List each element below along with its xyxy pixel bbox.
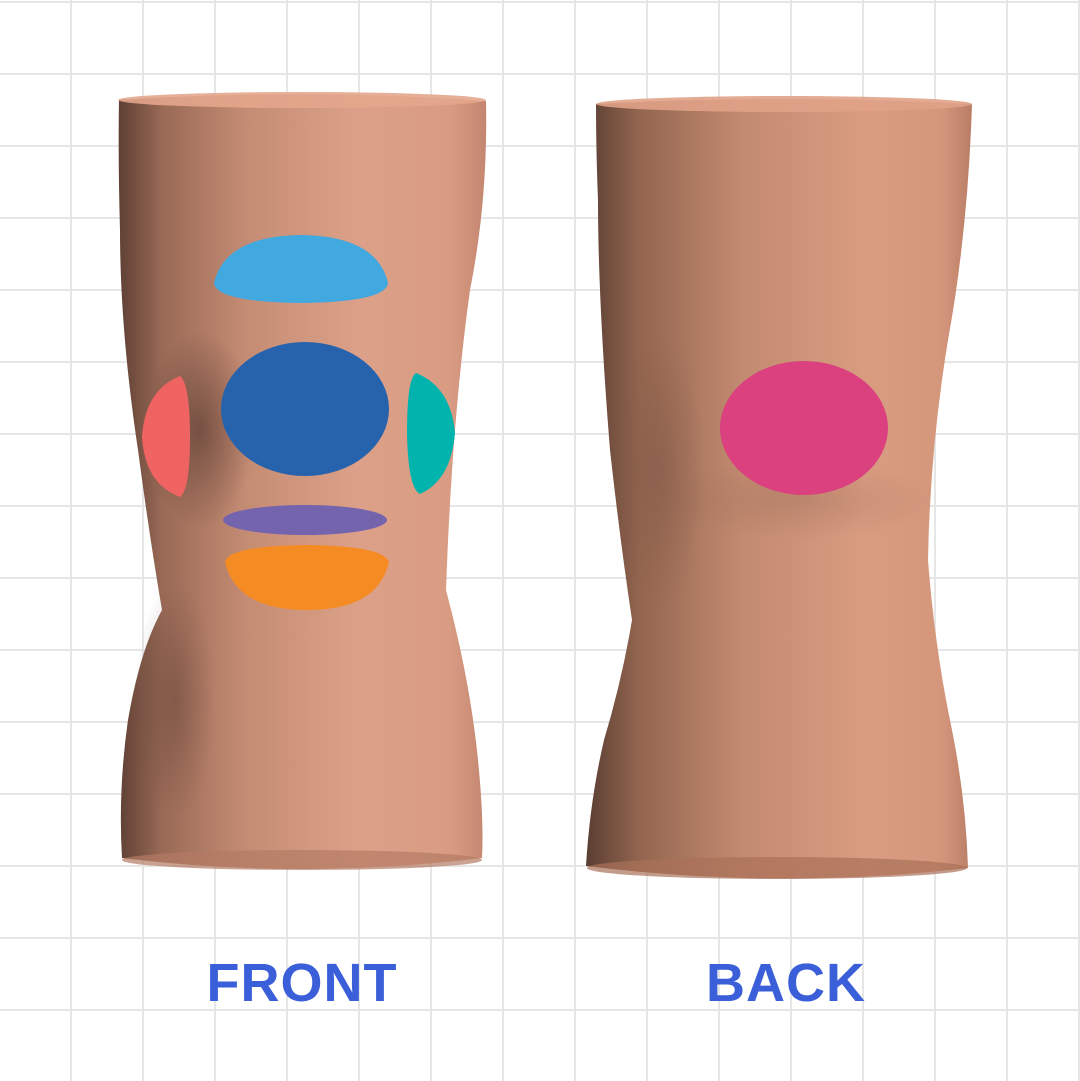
back-view-label: BACK: [706, 953, 866, 1013]
front-markers: [142, 235, 455, 610]
back-top-rim: [596, 96, 972, 112]
back-bottom-rim: [587, 857, 967, 879]
top-region-marker[interactable]: [214, 235, 388, 303]
back-crease-shadow: [615, 330, 705, 610]
front-view-label: FRONT: [206, 953, 398, 1013]
bottom-region-marker[interactable]: [225, 545, 389, 610]
front-bottom-rim: [122, 850, 482, 870]
lower-band-marker[interactable]: [223, 505, 387, 535]
center-region-marker[interactable]: [221, 342, 389, 476]
left-region-marker[interactable]: [142, 376, 190, 497]
back-center-crease: [660, 460, 940, 540]
back-markers: [720, 361, 888, 495]
back-region-marker[interactable]: [720, 361, 888, 495]
front-top-rim: [118, 92, 486, 108]
right-region-marker[interactable]: [407, 373, 455, 494]
front-lower-shadow: [135, 580, 215, 820]
